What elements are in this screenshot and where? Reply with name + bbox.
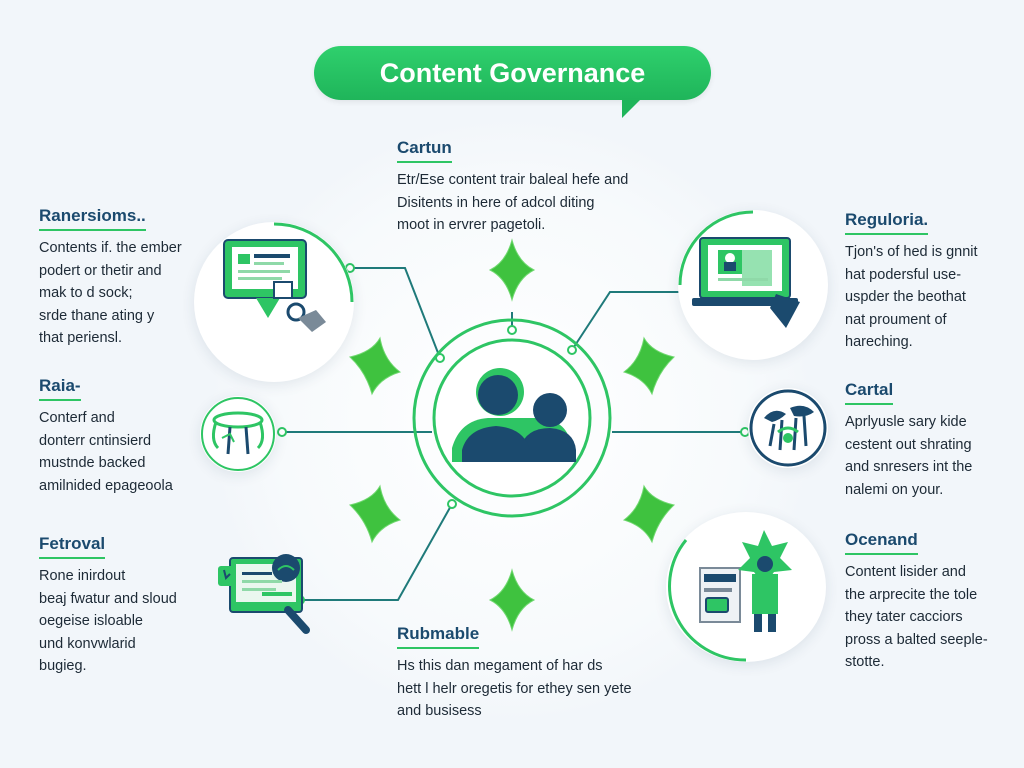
diamond-top	[488, 238, 536, 302]
bottom-body: Hs this dan megament of har ds hett l he…	[397, 658, 632, 719]
right1-heading: Reguloria.	[845, 210, 929, 235]
right2-block: Cartal Aprlyusle sary kide cestent out s…	[845, 380, 1015, 501]
left3-heading: Fetroval	[39, 534, 106, 559]
connector-left1	[350, 267, 441, 359]
right3-heading: Ocenand	[845, 530, 918, 555]
right3-block: Ocenand Content lisider and the arprecit…	[845, 530, 1015, 674]
left1-body: Contents if. the ember podert or thetir …	[39, 240, 182, 346]
right1-block: Reguloria. Tjon's of hed is gnnit hat po…	[845, 210, 1015, 354]
left2-body: Conterf and donterr cntinsierd mustnde b…	[39, 410, 173, 494]
right2-body: Aprlyusle sary kide cestent out shrating…	[845, 414, 973, 498]
title-banner: Content Governance	[314, 46, 711, 100]
left2-block: Raia- Conterf and donterr cntinsierd mus…	[39, 376, 209, 497]
connector-dot	[447, 499, 457, 509]
monitor-document-icon	[223, 222, 354, 332]
diamond-lower-left	[348, 484, 402, 544]
people-discussion-icon	[749, 389, 827, 467]
connector-left3	[300, 503, 453, 601]
top-block: Cartun Etr/Ese content trair baleal hefe…	[397, 138, 657, 237]
stool-icon	[201, 397, 275, 471]
right3-icon-circle	[666, 512, 826, 662]
bottom-heading: Rubmable	[397, 624, 480, 649]
right3-body: Content lisider and the arprecite the to…	[845, 564, 988, 670]
right1-icon-circle	[678, 210, 828, 360]
screen-search-icon	[218, 554, 310, 634]
diamond-upper-right	[622, 336, 676, 396]
left2-heading: Raia-	[39, 376, 81, 401]
diamond-upper-left	[348, 336, 402, 396]
right1-body: Tjon's of hed is gnnit hat podersful use…	[845, 244, 978, 350]
right2-heading: Cartal	[845, 380, 894, 405]
left3-icon-circle	[202, 536, 310, 644]
connector-dot	[567, 345, 577, 355]
laptop-lock-icon	[678, 210, 800, 328]
connector-right1	[571, 291, 693, 351]
left2-icon-circle	[200, 396, 276, 472]
hub-outer-ring	[412, 318, 612, 518]
diamond-lower-right	[622, 484, 676, 544]
diamond-bottom	[488, 568, 536, 632]
person-board-icon	[668, 530, 792, 662]
left1-heading: Ranersioms..	[39, 206, 146, 231]
left3-block: Fetroval Rone inirdout beaj fwatur and s…	[39, 534, 209, 678]
page-title: Content Governance	[379, 57, 646, 88]
connector-dot	[507, 325, 517, 335]
bottom-block: Rubmable Hs this dan megament of har ds …	[397, 624, 657, 723]
right2-icon-circle	[748, 388, 828, 468]
top-body: Etr/Ese content trair baleal hefe and Di…	[397, 172, 629, 233]
title-banner-tail	[622, 98, 642, 118]
left3-body: Rone inirdout beaj fwatur and sloud oege…	[39, 568, 177, 674]
people-group-icon	[452, 368, 576, 462]
left1-icon-circle	[194, 222, 354, 382]
top-heading: Cartun	[397, 138, 452, 163]
connector-dot	[277, 427, 287, 437]
left1-block: Ranersioms.. Contents if. the ember pode…	[39, 206, 209, 350]
